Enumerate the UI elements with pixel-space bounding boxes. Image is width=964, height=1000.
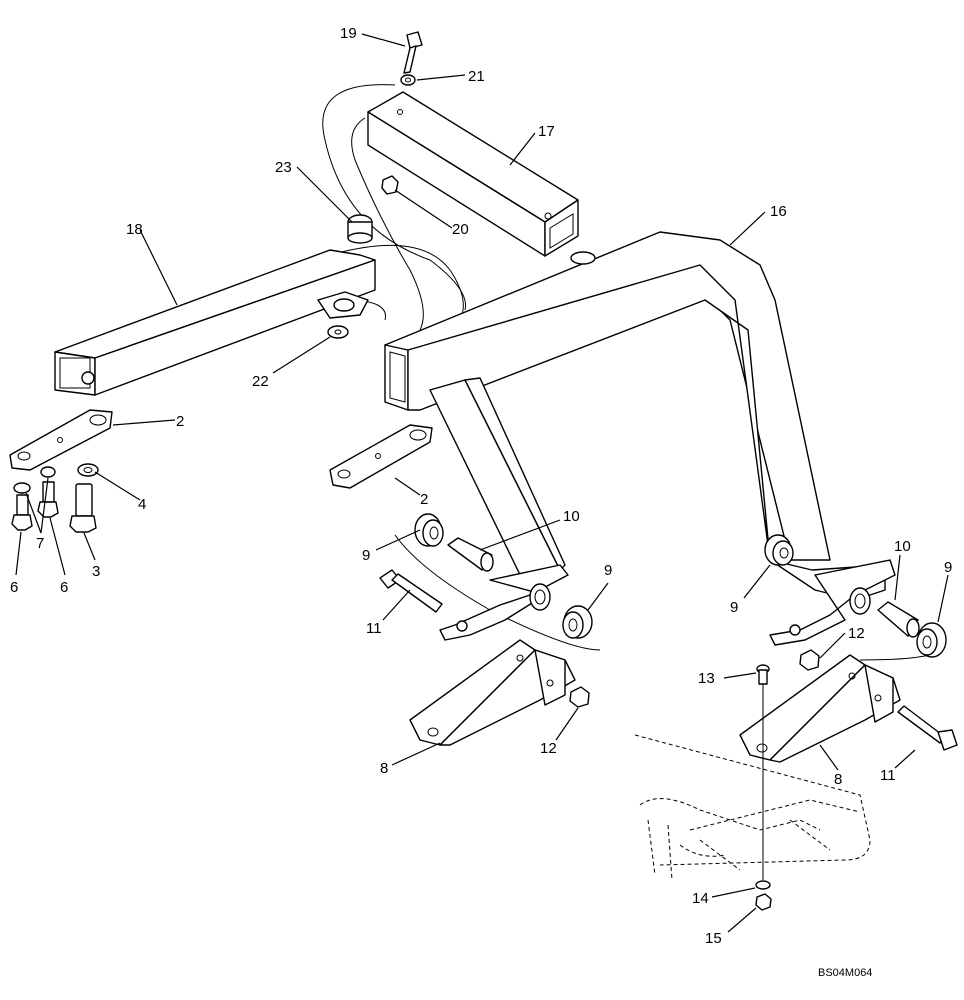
nut-12-right <box>799 649 820 671</box>
bushing-9-left-upper <box>414 513 444 547</box>
callout-20: 20 <box>452 221 469 238</box>
bracket-8-left <box>409 639 576 746</box>
callout-9-d: 9 <box>944 559 952 576</box>
outline-curve-2 <box>351 117 424 331</box>
callout-8-right: 8 <box>834 771 842 788</box>
callout-9-a: 9 <box>362 547 370 564</box>
drawing-code: BS04M064 <box>818 967 872 979</box>
callout-7: 7 <box>36 535 44 552</box>
bolt-11-right <box>897 705 958 751</box>
nut-15 <box>755 893 772 911</box>
bracket-8-right <box>739 654 901 763</box>
callout-6-right: 6 <box>60 579 68 596</box>
callout-4: 4 <box>138 496 146 513</box>
callout-10-right: 10 <box>894 538 911 555</box>
bolt-6b <box>37 481 59 518</box>
washer-7b <box>40 466 56 478</box>
callout-11-left: 11 <box>366 620 382 637</box>
top-nut <box>381 175 399 195</box>
upper-bushing <box>347 214 373 244</box>
top-washer <box>400 74 416 86</box>
outline-curve-3 <box>329 244 464 321</box>
callout-14: 14 <box>692 890 709 907</box>
callout-9-c: 9 <box>730 599 738 616</box>
callout-2-center: 2 <box>420 491 428 508</box>
mounting-plate-center <box>329 424 433 489</box>
sleeve-10-right <box>877 601 920 638</box>
washer-4 <box>77 463 99 477</box>
callout-19: 19 <box>340 25 357 42</box>
callout-23: 23 <box>275 159 292 176</box>
chassis-frame-reference <box>634 734 871 881</box>
callout-10-left: 10 <box>563 508 580 525</box>
bushing-9-right-upper <box>764 534 794 566</box>
pivot-plate <box>317 291 369 319</box>
leader-lines <box>15 33 949 933</box>
callout-22: 22 <box>252 373 269 390</box>
pin-13 <box>756 664 770 880</box>
sleeve-10-left <box>447 537 494 572</box>
bolt-6a <box>11 494 33 531</box>
bolt-11-left <box>379 569 443 613</box>
washer-14 <box>755 880 771 890</box>
callout-8-left: 8 <box>380 760 388 777</box>
bushing-9-left-lower <box>562 605 593 639</box>
washer-7a <box>13 482 31 494</box>
washer-22 <box>327 325 349 339</box>
callout-labels: 19 21 17 20 23 18 16 22 2 2 4 7 3 6 6 9 … <box>10 25 952 979</box>
callout-3: 3 <box>92 563 100 580</box>
callout-16: 16 <box>770 203 787 220</box>
callout-12-right: 12 <box>848 625 865 642</box>
top-bolt <box>403 31 423 74</box>
callout-12-left: 12 <box>540 740 557 757</box>
callout-18: 18 <box>126 221 143 238</box>
upper-crossbar-tube <box>367 91 579 257</box>
callout-15: 15 <box>705 930 722 947</box>
callout-6-left: 6 <box>10 579 18 596</box>
callout-9-b: 9 <box>604 562 612 579</box>
callout-17: 17 <box>538 123 555 140</box>
mounting-plate-left <box>9 409 113 471</box>
nut-12-left <box>569 686 590 708</box>
bolt-3 <box>69 483 97 533</box>
callout-11-right: 11 <box>880 767 896 784</box>
bushing-9-right-lower <box>916 622 947 658</box>
callout-2-left: 2 <box>176 413 184 430</box>
outline-curve-1 <box>322 84 467 311</box>
left-arm-tube <box>54 249 376 396</box>
callout-13: 13 <box>698 670 715 687</box>
main-rops-frame <box>384 231 896 646</box>
callout-21: 21 <box>468 68 485 85</box>
